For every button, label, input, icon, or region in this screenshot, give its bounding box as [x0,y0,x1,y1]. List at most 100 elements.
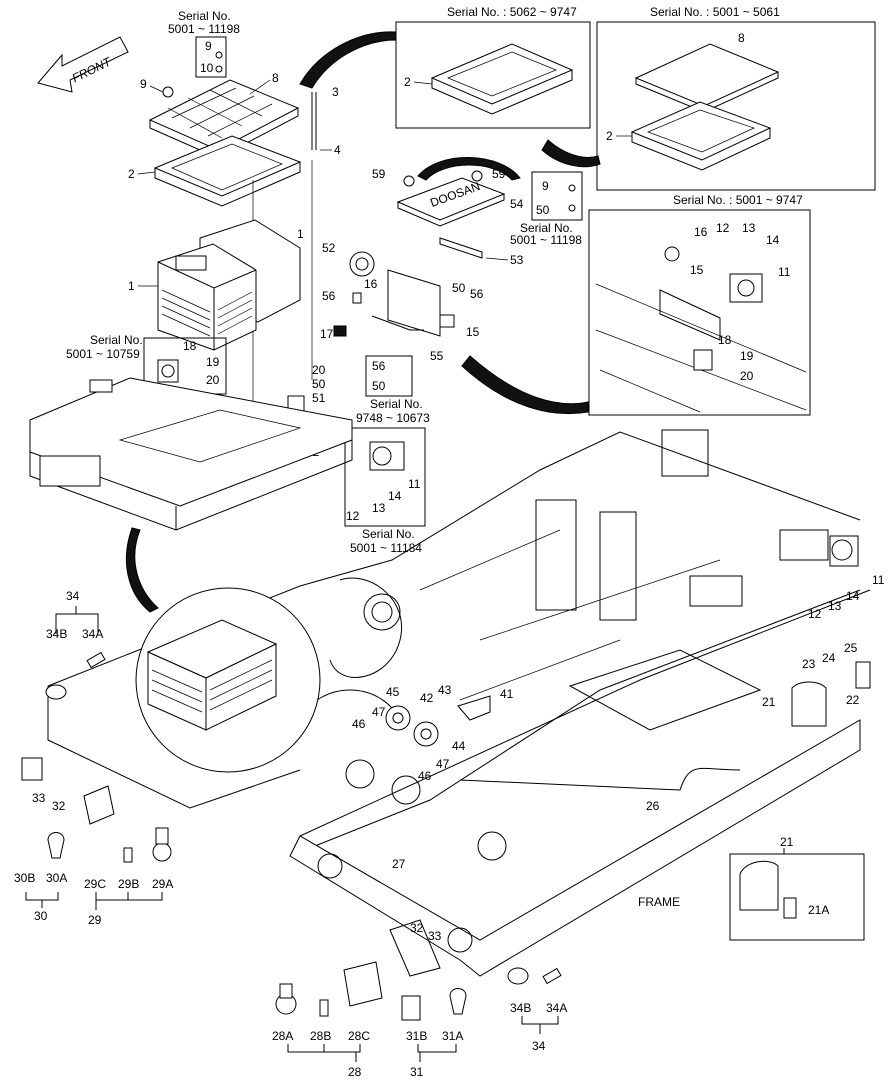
part-callout: 14 [388,489,402,503]
part-callout: 28C [348,1029,370,1043]
part-callout: 9 [205,39,212,53]
part-callout: 9748 ~ 10673 [356,411,430,425]
serial-box-5001-9747: Serial No. : 5001 ~ 9747 16 12 13 14 11 … [588,193,811,416]
part-callout: 16 [364,277,378,291]
part-callout: 34B [46,627,67,641]
part-callout: 50 [372,379,386,393]
part-callout: 34 [532,1039,546,1053]
part-callout: 9 [542,179,549,193]
part-callout: 21 [780,835,794,849]
part-callout: 29B [118,877,139,891]
part-callout: Serial No. [520,221,573,235]
right-lights: 11 13 14 12 23 24 25 22 21 26 27 [392,535,885,871]
part-callout: 50 [452,281,466,295]
part-callout: 24 [822,651,836,665]
part-callout: 29 [88,913,102,927]
part-callout: 5001 ~ 11198 [510,233,582,247]
part-callout: 1 [128,279,135,293]
part-callout: 11 [778,265,791,279]
part-callout: 21A [808,903,829,917]
part-callout: 9 [140,77,147,91]
part-callout: 22 [846,693,860,707]
part-callout: 43 [438,683,452,697]
part-callout: 32 [410,921,424,935]
part-callout: 28A [272,1029,293,1043]
part-callout: 50 [536,203,550,217]
part-callout: Serial No. : 5001 ~ 5061 [650,5,780,19]
part-callout: Serial No. : 5001 ~ 9747 [673,193,803,207]
serial-box-top-left: Serial No. 5001 ~ 11198 9 10 [168,9,240,78]
part-callout: 14 [766,233,780,247]
part-callout: 42 [420,691,434,705]
part-callout: 8 [272,71,279,85]
part-callout: 2 [128,167,135,181]
part-callout: 52 [322,241,336,255]
upper-frame-section [29,377,353,531]
part-callout: 2 [606,129,613,143]
part-callout: 11 [872,573,885,587]
part-callout: 15 [466,325,480,339]
serial-box-5062-9747: Serial No. : 5062 ~ 9747 2 [395,5,591,129]
part-callout: 46 [352,717,366,731]
part-callout: 46 [418,769,432,783]
part-callout: 28 [348,1065,362,1079]
curved-arrow-a [299,31,397,89]
battery-detail-circle [125,527,321,773]
part-callout: 13 [828,599,842,613]
part-callout: 34 [66,589,80,603]
part-callout: 20 [740,369,754,383]
part-callout: 17 [320,327,334,341]
part-callout: 8 [738,31,745,45]
part-callout: 53 [510,253,524,267]
part-callout: 19 [740,349,754,363]
part-callout: 54 [510,197,524,211]
part-callout: 31 [410,1065,424,1079]
battery-pair: 1 1 [128,219,304,351]
part-callout: 4 [334,143,341,157]
part-callout: 41 [500,687,514,701]
part-callout: 5001 ~ 11184 [350,541,422,555]
part-callout: 20 [206,373,220,387]
part-callout: 30B [14,871,35,885]
part-callout: 30A [46,871,67,885]
part-callout: 50 [312,377,326,391]
serial-box-5001-5061: Serial No. : 5001 ~ 5061 8 2 [596,5,876,191]
part-callout: 56 [322,289,336,303]
part-callout: 34B [510,1001,531,1015]
part-callout: 59 [372,167,386,181]
serial-range: 5001 ~ 11198 [168,22,240,36]
part-callout: 12 [808,607,822,621]
part-callout: 18 [718,333,732,347]
part-callout: 34A [82,627,103,641]
serial-box-9-50: 9 50 Serial No. 5001 ~ 11198 [510,171,583,247]
serial-box-5001-11184: 11 14 13 12 Serial No. 5001 ~ 11184 [344,427,426,555]
part-callout: 32 [52,799,66,813]
part-callout: 30 [34,909,48,923]
part-callout: 15 [690,263,704,277]
part-callout: 56 [470,287,484,301]
washer-tank-inset: 21 21A [729,835,865,941]
part-callout: 1 [297,227,304,241]
part-callout: 51 [312,391,326,405]
part-callout: 56 [372,359,386,373]
part-callout: Serial No. [370,397,423,411]
part-callout: 25 [844,641,858,655]
bottom-lamp-parts: 32 33 28A 28B 28C 28 31B 31A 31 34B 34A … [272,921,567,1079]
part-callout: Serial No. : 5062 ~ 9747 [447,5,577,19]
part-callout: 13 [372,501,386,515]
part-callout: 12 [716,221,730,235]
part-callout: 44 [452,739,466,753]
part-callout: 31A [442,1029,463,1043]
part-callout: Serial No. [362,527,415,541]
serial-box-9748-10673: 56 50 Serial No. 9748 ~ 10673 [356,355,430,425]
part-callout: 5001 ~ 10759 [66,347,140,361]
part-callout: 26 [646,799,660,813]
part-callout: 2 [404,75,411,89]
part-callout: 29C [84,877,106,891]
part-callout: Serial No. [90,333,143,347]
curved-arrow-c [461,355,589,415]
part-callout: 23 [802,657,816,671]
part-callout: 28B [310,1029,331,1043]
part-callout: 3 [332,85,339,99]
